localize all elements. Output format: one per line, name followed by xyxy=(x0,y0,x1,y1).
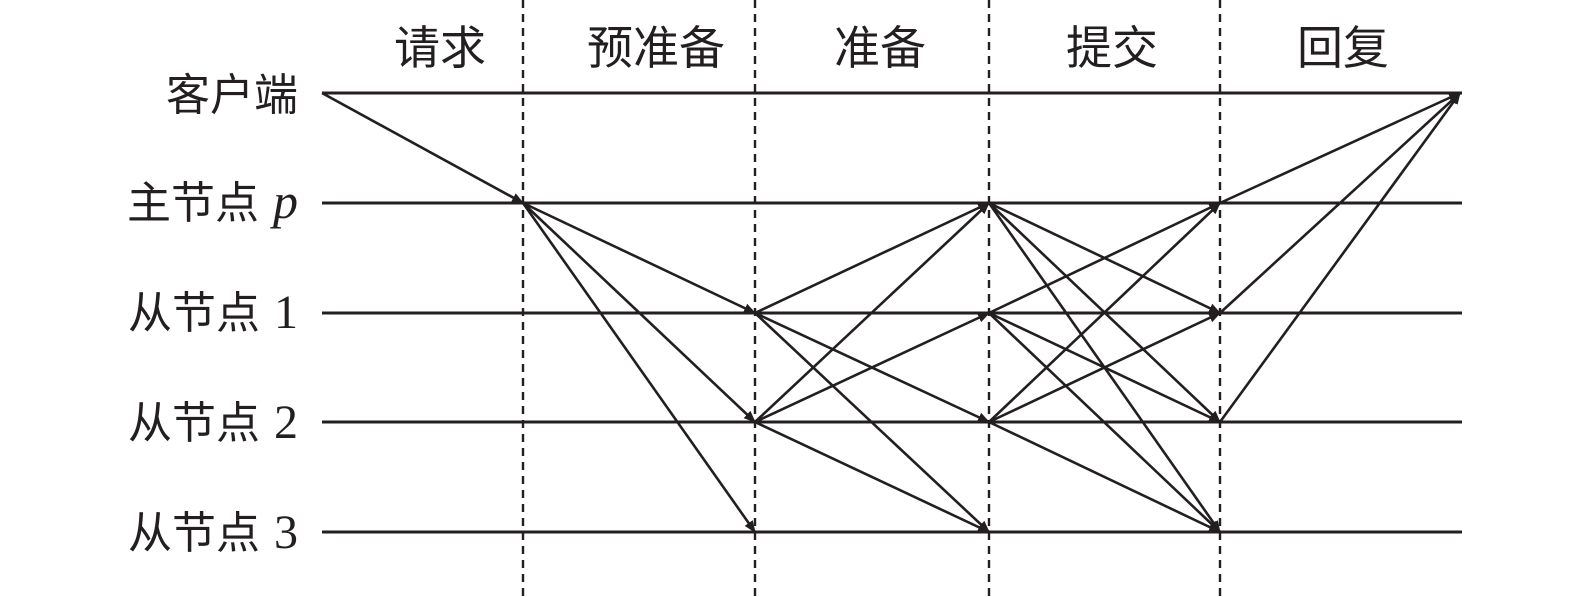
phase-dividers xyxy=(521,0,1222,597)
phase-label-commit: 提交 xyxy=(1066,21,1158,75)
node-labels: 客户端 主节点 p 从节点 1 从节点 2 从节点 3 xyxy=(127,70,298,559)
message-arrow-n1-to-n3 xyxy=(754,312,990,533)
phase-label-reply: 回复 xyxy=(1297,21,1389,75)
message-arrow-n2-to-n1 xyxy=(754,311,990,424)
message-arrow-client-to-p xyxy=(321,91,524,205)
message-arrow-p-to-n2 xyxy=(522,202,756,423)
message-arrow-n1-to-p xyxy=(754,201,990,315)
message-arrow-n2-to-n3 xyxy=(988,420,1221,534)
phase-label-preprepare: 预准备 xyxy=(587,21,725,75)
message-arrow-n2-to-n3 xyxy=(754,420,990,534)
node-label-client: 客户端 xyxy=(166,70,298,121)
message-arrow-n2-to-p xyxy=(754,202,990,423)
message-arrow-n1-to-n3 xyxy=(988,312,1221,533)
node-label-replica-2: 从节点 2 xyxy=(128,396,298,449)
phase-label-request: 请求 xyxy=(394,21,486,75)
message-arrow-n1-to-p xyxy=(988,201,1221,315)
message-arrow-n2-to-p xyxy=(988,202,1221,423)
message-arrow-p-to-n3 xyxy=(521,202,757,533)
phase-label-prepare: 准备 xyxy=(834,21,926,75)
message-arrow-n1-to-client xyxy=(1219,92,1461,314)
message-arrows xyxy=(321,91,1462,534)
message-arrow-n2-to-n1 xyxy=(988,311,1221,424)
timelines xyxy=(322,91,1462,534)
node-label-replica-3: 从节点 3 xyxy=(128,506,298,559)
message-arrow-n2-to-client xyxy=(1218,92,1462,423)
message-arrow-p-to-client xyxy=(1219,91,1461,205)
message-arrow-p-to-n1 xyxy=(522,201,756,315)
phase-labels: 请求 预准备 准备 提交 回复 xyxy=(394,21,1389,75)
node-label-primary: 主节点 p xyxy=(127,173,298,229)
node-label-replica-1: 从节点 1 xyxy=(128,286,298,339)
